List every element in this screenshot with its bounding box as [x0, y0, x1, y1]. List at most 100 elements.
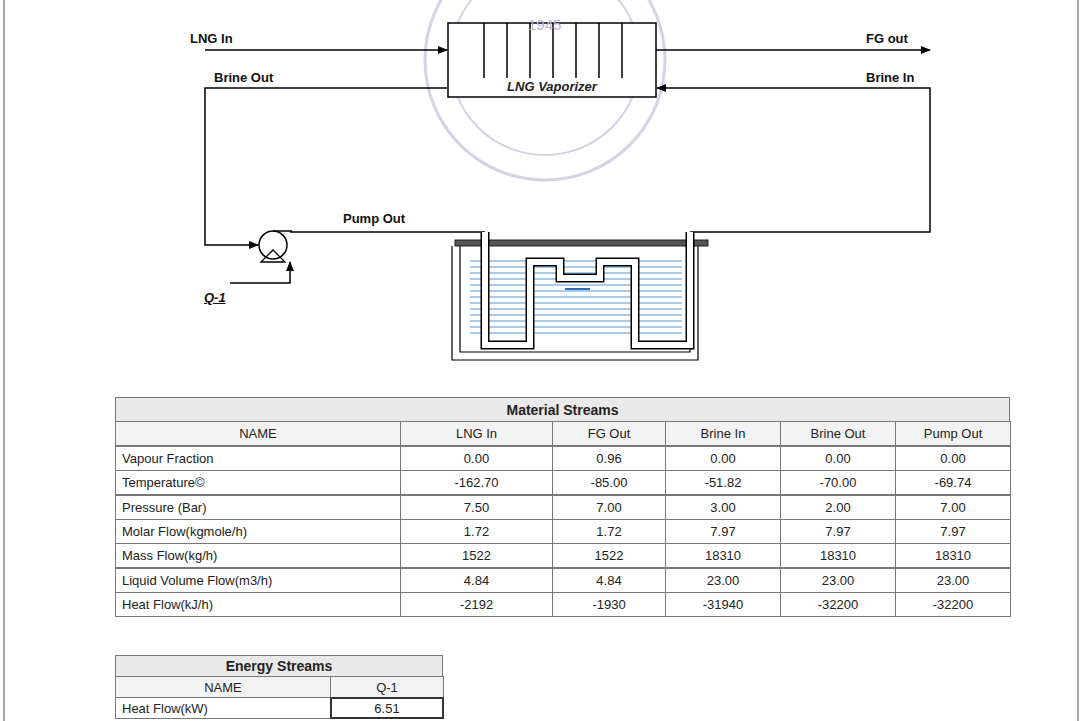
- table-cell-text: 1522: [462, 548, 491, 563]
- table-cell-text: 23.00: [707, 573, 740, 588]
- table-cell-text: -51.82: [705, 475, 742, 490]
- table-cell-text: 7.50: [464, 500, 489, 515]
- table-cell: -162.70: [400, 470, 553, 495]
- table-header-text: Brine Out: [811, 426, 866, 441]
- table-cell-text: 6.51: [374, 701, 399, 716]
- table-cell: 2.00: [780, 495, 896, 520]
- table-header-text: Q-1: [376, 680, 398, 695]
- table-cell-text: 23.00: [822, 573, 855, 588]
- table-cell: 18310: [780, 543, 896, 568]
- table-cell: 7.97: [895, 519, 1011, 544]
- table-cell: Vapour Fraction: [115, 446, 401, 471]
- pump-symbol: [261, 250, 285, 262]
- table-header: Brine In: [665, 421, 781, 446]
- table-cell: -85.00: [552, 470, 666, 495]
- table-header: NAME: [115, 421, 401, 446]
- table-cell-text: 0.00: [940, 451, 965, 466]
- table-cell-text: 4.84: [596, 573, 621, 588]
- table-cell: 7.00: [895, 495, 1011, 520]
- table-header: NAME: [115, 676, 331, 698]
- table-cell-text: -2192: [460, 597, 493, 612]
- table-cell-text: 1.72: [596, 524, 621, 539]
- table-header: LNG In: [400, 421, 553, 446]
- table-cell: Temperature©: [115, 470, 401, 495]
- table-cell: 7.50: [400, 495, 553, 520]
- table-cell: 7.97: [780, 519, 896, 544]
- watermark-seal: [425, 0, 665, 180]
- table-cell: 0.00: [665, 446, 781, 471]
- stream-label: Pump Out: [343, 211, 405, 226]
- stream-line: [655, 49, 930, 51]
- table-cell-text: Pressure (Bar): [122, 500, 207, 515]
- table-cell: Heat Flow(kW): [115, 697, 331, 719]
- frame-line: [1078, 0, 1079, 721]
- table-cell-text: 0.00: [464, 451, 489, 466]
- table-header-text: NAME: [204, 680, 242, 695]
- table-cell-text: -32200: [818, 597, 858, 612]
- vaporizer-box: LNG Vaporizer: [447, 22, 657, 98]
- table-cell-text: 0.00: [825, 451, 850, 466]
- table-cell: 18310: [895, 543, 1011, 568]
- table-cell: Pressure (Bar): [115, 495, 401, 520]
- table-cell: Molar Flow(kgmole/h): [115, 519, 401, 544]
- table-cell: 6.51: [330, 697, 444, 719]
- table-header: FG Out: [552, 421, 666, 446]
- stream-label: Brine In: [866, 70, 914, 85]
- table-title-text: Material Streams: [506, 402, 618, 418]
- table-cell-text: -1930: [592, 597, 625, 612]
- coil-symbol: [565, 288, 590, 290]
- table-cell: 1.72: [400, 519, 553, 544]
- table-cell: -32200: [780, 592, 896, 617]
- table-title: Energy Streams: [115, 655, 443, 677]
- stream-label: Brine Out: [214, 70, 273, 85]
- table-header-text: LNG In: [456, 426, 497, 441]
- table-header-text: FG Out: [588, 426, 631, 441]
- stream-line: [657, 88, 930, 232]
- table-header: Q-1: [330, 676, 444, 698]
- stream-line: [290, 231, 485, 233]
- table-cell-text: 3.00: [710, 500, 735, 515]
- table-title-text: Energy Streams: [226, 658, 333, 674]
- table-cell: 18310: [665, 543, 781, 568]
- table-cell: 4.84: [552, 568, 666, 593]
- table-header-text: Pump Out: [924, 426, 983, 441]
- table-cell: 1.72: [552, 519, 666, 544]
- table-cell-text: Mass Flow(kg/h): [122, 548, 217, 563]
- table-cell: 3.00: [665, 495, 781, 520]
- table-cell-text: 7.00: [940, 500, 965, 515]
- table-cell-text: Heat Flow(kJ/h): [122, 597, 213, 612]
- table-cell: Heat Flow(kJ/h): [115, 592, 401, 617]
- table-cell: -32200: [895, 592, 1011, 617]
- table-cell-text: -70.00: [820, 475, 857, 490]
- table-cell-text: -69.74: [935, 475, 972, 490]
- table-cell: -2192: [400, 592, 553, 617]
- table-cell-text: 7.00: [596, 500, 621, 515]
- table-cell: 1522: [400, 543, 553, 568]
- table-cell: 4.84: [400, 568, 553, 593]
- coil-pipe: [485, 232, 690, 345]
- table-cell: 0.96: [552, 446, 666, 471]
- table-cell: 7.97: [665, 519, 781, 544]
- table-cell: -1930: [552, 592, 666, 617]
- table-header: Pump Out: [895, 421, 1011, 446]
- table-cell-text: Heat Flow(kW): [122, 701, 208, 716]
- table-cell-text: 18310: [820, 548, 856, 563]
- table-cell: 7.00: [552, 495, 666, 520]
- table-cell: -51.82: [665, 470, 781, 495]
- table-cell: Liquid Volume Flow(m3/h): [115, 568, 401, 593]
- energy-line: [230, 262, 290, 283]
- pump-outlet: [273, 230, 292, 232]
- table-cell: 23.00: [780, 568, 896, 593]
- stream-line: [205, 49, 447, 51]
- table-cell: Mass Flow(kg/h): [115, 543, 401, 568]
- table-cell: 1522: [552, 543, 666, 568]
- table-cell-text: Molar Flow(kgmole/h): [122, 524, 247, 539]
- table-cell: 0.00: [895, 446, 1011, 471]
- table-cell-text: 18310: [935, 548, 971, 563]
- coil-pipe: [485, 232, 690, 345]
- table-cell: -31940: [665, 592, 781, 617]
- table-cell-text: 0.96: [596, 451, 621, 466]
- table-cell: 0.00: [780, 446, 896, 471]
- table-title: Material Streams: [115, 397, 1010, 422]
- table-cell-text: Vapour Fraction: [122, 451, 214, 466]
